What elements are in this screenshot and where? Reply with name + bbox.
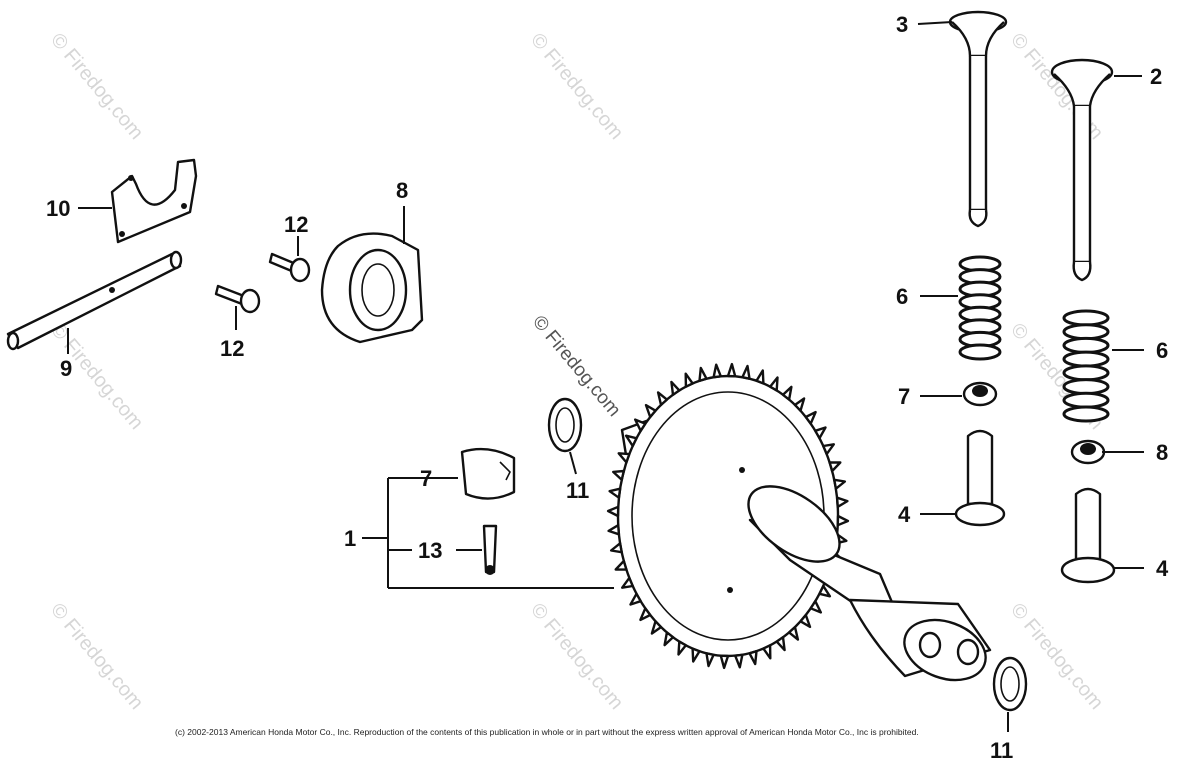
spring-coil <box>1062 323 1110 341</box>
spring-coil <box>1062 405 1110 423</box>
gear-tooth <box>656 391 669 407</box>
gear-tooth <box>828 461 842 473</box>
part-8-housing <box>320 232 424 344</box>
part-11-washer-lower <box>992 656 1028 712</box>
part-9-shaft <box>6 250 183 351</box>
gear-tooth <box>617 452 631 464</box>
callout-6-left: 7 <box>898 384 910 409</box>
gear-tooth <box>698 366 708 382</box>
spring-coil <box>1062 378 1110 396</box>
part-6-retainer-left <box>962 381 998 407</box>
gear-tooth <box>608 487 622 499</box>
gear-tooth <box>799 613 812 629</box>
gear-tooth <box>670 380 681 396</box>
gear-tooth <box>726 362 737 378</box>
gear-tooth <box>804 410 817 425</box>
spring-coil <box>1062 309 1110 327</box>
gear-tooth <box>691 647 701 663</box>
gear-tooth <box>833 478 847 490</box>
gear-tooth <box>614 559 628 571</box>
part-10-plate <box>110 158 198 244</box>
gear-tooth <box>629 592 642 606</box>
part-1-camshaft-gear <box>606 362 992 682</box>
callout-5-left: 6 <box>896 284 908 309</box>
part-5-spring-left <box>958 255 1002 361</box>
gear-tooth <box>793 397 806 412</box>
gear-tooth <box>639 607 652 622</box>
callout-9: 9 <box>60 356 72 381</box>
gear-tooth <box>650 620 663 635</box>
callout-1: 1 <box>344 526 356 551</box>
gear-tooth <box>768 376 779 392</box>
part-2-valve <box>1050 58 1114 282</box>
gear-tooth <box>606 505 620 518</box>
watermark: © Firedog.com <box>526 29 627 144</box>
gear-tooth <box>814 426 827 440</box>
gear-tooth <box>663 631 675 647</box>
part-5-spring-right <box>1062 309 1110 423</box>
copyright-notice: (c) 2002-2013 American Honda Motor Co., … <box>175 727 919 737</box>
callout-11-upper: 11 <box>566 478 589 503</box>
callout-13: 13 <box>418 538 442 563</box>
part-12-bolt-lower <box>214 284 261 314</box>
watermark: © Firedog.com <box>526 599 627 714</box>
gear-tooth <box>787 625 800 641</box>
gear-tooth <box>677 640 688 656</box>
callout-8: 8 <box>396 178 408 203</box>
gear-tooth <box>762 644 772 660</box>
gear-tooth <box>609 542 623 554</box>
callout-3: 3 <box>896 12 908 37</box>
callout-5-right: 6 <box>1156 338 1168 363</box>
callout-12-lower: 12 <box>220 336 244 361</box>
callout-4-left: 4 <box>898 502 911 527</box>
part-3-valve <box>948 10 1008 228</box>
callout-6-right: 8 <box>1156 440 1168 465</box>
gear-tooth <box>644 403 657 419</box>
gear-tooth <box>705 652 715 668</box>
gear-tooth <box>684 372 694 388</box>
callout-11-lower: 11 <box>990 738 1013 763</box>
callout-10: 10 <box>46 196 70 221</box>
gear-tooth <box>835 496 849 508</box>
part-7-weight <box>460 447 516 500</box>
gear-tooth <box>712 363 722 379</box>
part-6-retainer-right <box>1070 439 1106 465</box>
spring-coil <box>1062 336 1110 354</box>
gear-tooth <box>741 364 751 380</box>
callout-12-upper: 12 <box>284 212 308 237</box>
watermark: © Firedog.com <box>46 599 147 714</box>
gear-tooth <box>734 653 744 669</box>
spring-coil <box>1062 350 1110 368</box>
spring-coil <box>1062 364 1110 382</box>
spring-coil <box>1062 391 1110 409</box>
part-13-pin <box>482 524 498 575</box>
callout-7: 7 <box>420 466 432 491</box>
leader-lines <box>67 21 1144 732</box>
callouts: 3 2 6 6 7 8 4 4 10 9 12 12 8 11 11 1 7 1… <box>46 12 1169 763</box>
part-4-tappet-left <box>954 429 1006 527</box>
gear-tooth <box>755 369 765 385</box>
watermark: © Firedog.com <box>46 29 147 144</box>
part-11-washer-upper <box>547 397 583 453</box>
gear-tooth <box>748 650 758 666</box>
gear-tooth <box>719 654 730 670</box>
callout-2: 2 <box>1150 64 1162 89</box>
gear-tooth <box>818 584 832 598</box>
gear-tooth <box>634 418 647 432</box>
gear-tooth <box>607 524 621 536</box>
part-12-bolt-upper <box>268 252 311 283</box>
gear-tooth <box>621 576 634 589</box>
gear-tooth <box>781 385 793 401</box>
callout-4-right: 4 <box>1156 556 1169 581</box>
gear-tooth <box>822 443 835 456</box>
gear-tooth <box>624 434 638 448</box>
gear-tooth <box>612 469 625 481</box>
gear-tooth <box>775 636 786 652</box>
gear-tooth <box>836 514 850 527</box>
spring-coil <box>958 343 1002 361</box>
gear-tooth <box>809 600 822 614</box>
part-4-tappet-right <box>1060 487 1116 584</box>
